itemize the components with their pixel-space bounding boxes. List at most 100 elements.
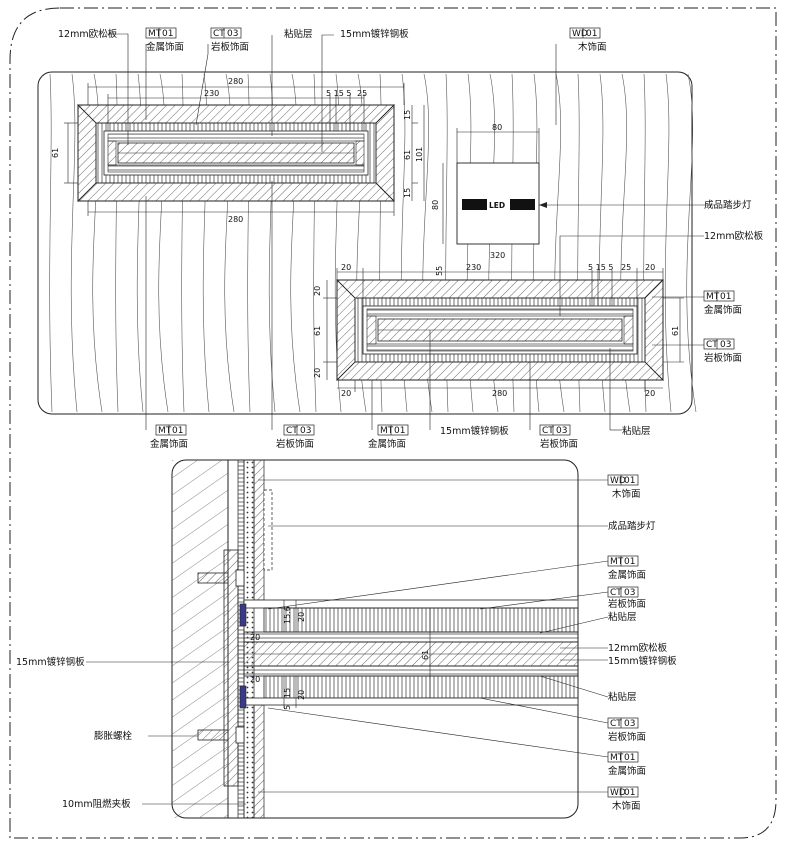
svg-text:木饰面: 木饰面	[612, 488, 641, 500]
label-fireboard: 10mm阻燃夹板	[62, 798, 131, 810]
svg-text:WD: WD	[610, 788, 626, 798]
led-label: LED	[489, 201, 505, 210]
plan-leaders	[106, 33, 704, 430]
svg-text:MT: MT	[610, 557, 624, 567]
svg-text:MT: MT	[380, 426, 394, 436]
plan-unit-right	[336, 279, 664, 381]
svg-text:金属饰面: 金属饰面	[146, 41, 184, 53]
tag-mt01-plan-right: MT 01 金属饰面	[703, 290, 742, 316]
tag-mt01-section-bottom: MT 01 金属饰面	[607, 751, 646, 777]
label-adhesive-plan-bottom: 粘贴层	[622, 425, 651, 437]
sheet-border	[9, 7, 777, 839]
svg-text:CT: CT	[213, 29, 225, 39]
plan-right-dims	[323, 268, 684, 392]
dim-20-section-a: 20	[250, 633, 260, 642]
dim-61-right-unit: 61	[671, 326, 680, 336]
plan-left-dims	[64, 83, 425, 216]
svg-text:01: 01	[586, 29, 597, 39]
svg-text:03: 03	[624, 588, 635, 598]
label-step-light-plan: 成品踏步灯	[704, 199, 752, 211]
dim-55: 55	[435, 266, 444, 276]
svg-text:01: 01	[624, 557, 635, 567]
tag-mt01-plan-bottom-1: MT 01 金属饰面	[150, 424, 188, 450]
svg-text:03: 03	[624, 719, 635, 729]
tag-wd01-section-top: WD 01 木饰面	[607, 474, 641, 500]
dim-20-section-b: 20	[250, 675, 260, 684]
label-steel-top: 15mm镀锌钢板	[340, 28, 409, 40]
svg-text:金属饰面: 金属饰面	[704, 304, 742, 316]
dim-5-15-5-left: 5 15 5	[326, 89, 351, 98]
dim-80-horizontal: 80	[492, 123, 502, 132]
svg-text:MT: MT	[706, 292, 720, 302]
dim-5-15-5-right: 5 15 5	[588, 263, 613, 272]
dim-15-6: 15.6	[283, 606, 292, 624]
svg-text:MT: MT	[610, 753, 624, 763]
svg-text:MT: MT	[158, 426, 172, 436]
dim-230-top: 230	[204, 89, 219, 98]
dim-20-top-left: 20	[341, 263, 351, 272]
svg-text:03: 03	[556, 426, 567, 436]
tag-ct03-plan-bottom-1: CT 03 岩板饰面	[276, 424, 315, 450]
dim-280-right-unit: 280	[492, 389, 507, 398]
tag-ct03-section-bottom: CT 03 岩板饰面	[607, 717, 646, 743]
svg-text:岩板饰面: 岩板饰面	[540, 438, 578, 450]
svg-text:CT: CT	[610, 719, 622, 729]
svg-text:CT: CT	[542, 426, 554, 436]
dim-61-left-right-unit: 61	[313, 326, 322, 336]
svg-text:01: 01	[624, 788, 635, 798]
wood-grain-line	[70, 73, 78, 413]
wood-grain-line	[664, 73, 672, 413]
dim-101-right: 101	[415, 147, 424, 162]
section-view	[171, 459, 579, 819]
dim-25-right: 25	[621, 263, 631, 272]
tag-wd01-top: WD 01 木饰面	[569, 27, 607, 53]
dim-15-right-bottom: 15	[403, 188, 412, 198]
svg-text:岩板饰面: 岩板饰面	[704, 352, 742, 364]
svg-text:金属饰面: 金属饰面	[150, 438, 188, 450]
step-light-detail: LED 80 80 320	[431, 123, 715, 260]
svg-text:WD: WD	[610, 476, 626, 486]
svg-text:CT: CT	[610, 588, 622, 598]
wood-grain-line	[49, 73, 53, 413]
label-osb-section: 12mm欧松板	[608, 642, 668, 654]
svg-text:木饰面: 木饰面	[578, 41, 607, 53]
svg-text:WD: WD	[572, 29, 588, 39]
dim-15-section: 15	[283, 688, 292, 698]
dim-20-bottom-left: 20	[341, 389, 351, 398]
svg-text:金属饰面: 金属饰面	[368, 438, 406, 450]
dim-20-section-bottom: 20	[297, 690, 306, 700]
dim-20-top-right: 20	[645, 263, 655, 272]
tag-mt01-section-top: MT 01 金属饰面	[607, 555, 646, 581]
dim-80-vertical: 80	[431, 200, 440, 210]
label-steel-plan-bottom: 15mm镀锌钢板	[440, 425, 509, 437]
dim-61-right: 61	[403, 150, 412, 160]
svg-text:岩板饰面: 岩板饰面	[608, 731, 646, 743]
svg-text:木饰面: 木饰面	[612, 800, 641, 812]
svg-text:01: 01	[624, 476, 635, 486]
label-adhesive-section-top: 粘贴层	[608, 611, 637, 623]
label-osb-right: 12mm欧松板	[704, 230, 764, 242]
svg-text:MT: MT	[148, 29, 162, 39]
svg-text:岩板饰面: 岩板饰面	[211, 41, 249, 53]
dim-20-left-bottom: 20	[313, 368, 322, 378]
svg-text:01: 01	[624, 753, 635, 763]
svg-text:03: 03	[720, 340, 731, 350]
label-osb-top: 12mm欧松板	[58, 28, 118, 40]
tag-mt01-plan-bottom-2: MT 01 金属饰面	[368, 424, 409, 450]
tag-mt01-top: MT 01 金属饰面	[145, 27, 184, 53]
svg-text:03: 03	[300, 426, 311, 436]
svg-text:01: 01	[162, 29, 173, 39]
label-steel-section-left: 15mm镀锌钢板	[16, 656, 85, 668]
label-adhesive-top: 粘贴层	[284, 28, 313, 40]
dim-20-section-top: 20	[297, 612, 306, 622]
tag-ct03-plan-bottom-2: CT 03 岩板饰面	[539, 424, 578, 450]
svg-text:01: 01	[720, 292, 731, 302]
dim-280-top: 280	[228, 77, 243, 86]
dim-280-bottom: 280	[228, 215, 243, 224]
dim-20-bottom-right: 20	[645, 389, 655, 398]
label-expansion-bolt: 膨胀螺栓	[94, 730, 133, 742]
svg-text:岩板饰面: 岩板饰面	[608, 598, 646, 610]
dim-320: 320	[490, 251, 505, 260]
section-leaders	[86, 479, 609, 805]
